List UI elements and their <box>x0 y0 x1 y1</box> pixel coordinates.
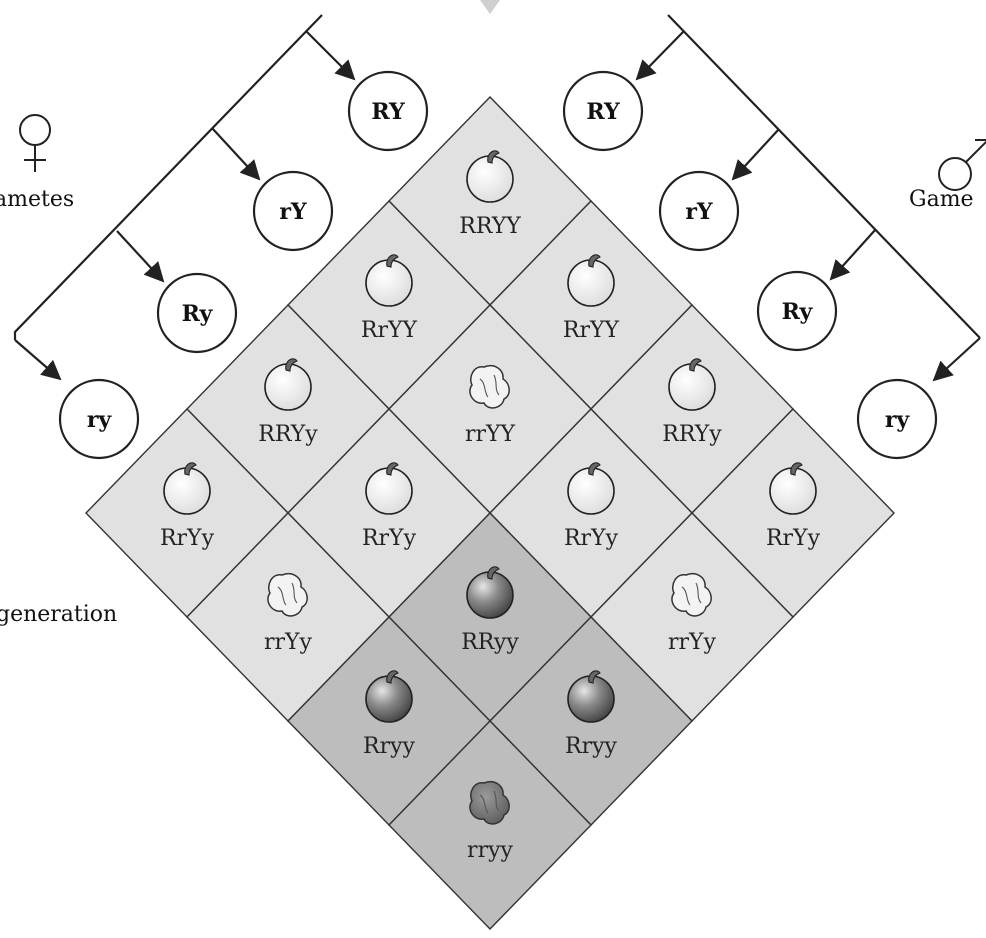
wrinkled-green-seed-icon <box>469 781 510 825</box>
genotype-label: RrYY <box>361 318 418 343</box>
gamete-circle <box>252 170 334 252</box>
seed-wrinkle-icon <box>277 582 298 606</box>
male-branch-arrow <box>932 337 981 382</box>
seed-tip-icon <box>790 462 803 476</box>
seed-wrinkle-icon <box>479 790 500 814</box>
male-branch-arrow <box>731 128 780 181</box>
gamete-label: ry <box>87 407 113 433</box>
female-branch-arrow <box>14 339 62 381</box>
seed-tip-icon <box>588 462 601 476</box>
female-branch-arrow <box>211 127 261 181</box>
gamete-label: rY <box>685 199 713 225</box>
genotype-label: rryy <box>467 838 513 863</box>
female-gamete: rY <box>252 170 334 252</box>
female-gamete: Ry <box>156 272 238 354</box>
seed-tip-icon <box>386 254 399 268</box>
gamete-circles: RY rY Ry ry RY rY Ry ry <box>58 70 938 460</box>
generation-label: generation <box>0 602 117 627</box>
male-branch-arrow <box>829 228 877 281</box>
gamete-circle <box>347 70 429 152</box>
male-symbol-icon <box>938 139 986 191</box>
male-gamete: Ry <box>756 270 838 352</box>
gamete-circle <box>658 170 740 252</box>
female-gamete: ry <box>58 378 140 460</box>
gamete-label: RY <box>586 99 620 125</box>
male-gametes-label: Game <box>909 187 974 212</box>
seed-tip-icon <box>588 254 601 268</box>
seed-wrinkle-icon <box>681 582 702 606</box>
genotype-label: RRYY <box>459 214 521 239</box>
gamete-branch-arrows <box>14 30 981 382</box>
gamete-circle <box>156 272 238 354</box>
gamete-circle <box>856 378 938 460</box>
gamete-label: RY <box>371 99 405 125</box>
genotype-label: rrYy <box>264 630 313 655</box>
genotype-label: RrYy <box>766 526 821 551</box>
gamete-label: Ry <box>182 301 214 327</box>
seed-tip-icon <box>487 150 500 164</box>
seed-tip-icon <box>588 670 601 684</box>
genotype-label: Rryy <box>363 734 416 759</box>
genotype-label: rrYY <box>465 422 516 447</box>
gamete-circle <box>562 70 644 152</box>
male-gamete: rY <box>658 170 740 252</box>
gamete-circle <box>756 270 838 352</box>
seed-tip-icon <box>386 670 399 684</box>
punnett-cell-background <box>388 719 592 931</box>
seed-wrinkle-icon <box>479 374 500 398</box>
seed-tip-icon <box>689 358 702 372</box>
genotype-label: RrYy <box>564 526 619 551</box>
genotype-label: RrYy <box>160 526 215 551</box>
female-gamete: RY <box>347 70 429 152</box>
gamete-circle <box>58 378 140 460</box>
wrinkled-yellow-seed-icon <box>469 365 510 409</box>
genotype-label: RRyy <box>461 630 519 655</box>
female-gametes-label: ametes <box>0 187 74 212</box>
seed-tip-icon <box>184 462 197 476</box>
gamete-label: rY <box>279 199 307 225</box>
genotype-label: rrYy <box>668 630 717 655</box>
seed-tip-icon <box>285 358 298 372</box>
genotype-label: RRYy <box>662 422 722 447</box>
punnett-cell: rryy <box>388 719 592 931</box>
gamete-label: ry <box>885 407 911 433</box>
top-notch <box>480 0 500 14</box>
female-branch-arrow <box>305 30 356 81</box>
female-branch-arrow <box>116 230 165 283</box>
male-branch-arrow <box>635 30 685 81</box>
seed-tip-icon <box>386 462 399 476</box>
genotype-label: RRYy <box>258 422 318 447</box>
genotype-label: RrYy <box>362 526 417 551</box>
female-gamete-tree <box>13 14 323 340</box>
female-symbol-icon <box>19 114 51 172</box>
wrinkled-yellow-seed-icon <box>671 573 712 617</box>
male-gamete: RY <box>562 70 644 152</box>
genotype-label: Rryy <box>565 734 618 759</box>
seed-tip-icon <box>487 566 500 580</box>
male-trunk-line <box>667 14 981 339</box>
female-trunk-line <box>13 14 323 340</box>
gamete-label: Ry <box>782 299 814 325</box>
male-gamete: ry <box>856 378 938 460</box>
genotype-label: RrYY <box>563 318 620 343</box>
wrinkled-yellow-seed-icon <box>267 573 308 617</box>
male-gamete-tree <box>667 14 981 339</box>
